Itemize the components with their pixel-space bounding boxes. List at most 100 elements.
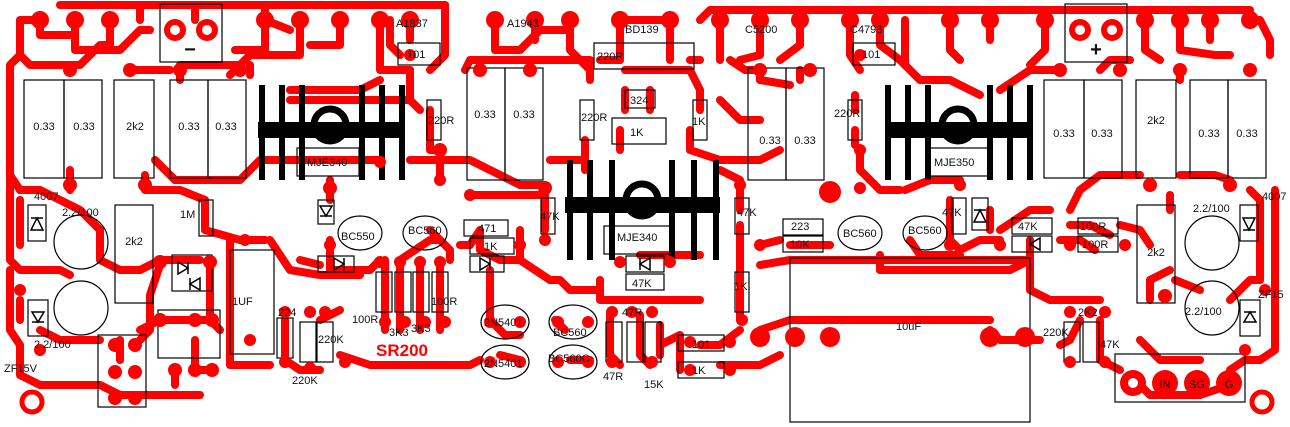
label-bc560-b: BC560 bbox=[843, 228, 877, 240]
label-a1943: A1943 bbox=[507, 18, 539, 30]
solder-pads bbox=[14, 11, 1271, 405]
input-terminal-block bbox=[1114, 353, 1246, 403]
q-bc560-a bbox=[402, 215, 448, 251]
label-g: G bbox=[1225, 379, 1234, 391]
label-res-033-9: 0.33 bbox=[1053, 128, 1074, 140]
cap-2-2-100-c bbox=[1184, 215, 1240, 271]
label-res-033-4: 0.33 bbox=[215, 121, 236, 133]
label-r100r-c: 100R bbox=[352, 314, 378, 326]
label-r2k2-mid-right: 2k2 bbox=[1147, 247, 1165, 259]
label-c4793: C4793 bbox=[850, 24, 882, 36]
power-resistor-2 bbox=[63, 79, 103, 179]
diode-4007-left bbox=[27, 204, 47, 242]
label-res-2k2-right: 2k2 bbox=[1147, 115, 1165, 127]
diode-marks bbox=[29, 205, 1258, 324]
resistor-47k-b bbox=[625, 273, 665, 291]
label-c224: 224 bbox=[278, 307, 296, 319]
label-2n5401-a: 2N5401 bbox=[484, 317, 523, 329]
resistor-471 bbox=[463, 219, 509, 237]
label-bc560c: BC560C bbox=[548, 353, 590, 365]
silkscreen bbox=[23, 3, 1267, 423]
label-r101-top-left: 101 bbox=[407, 49, 425, 61]
mounting-hole-right bbox=[1249, 389, 1275, 415]
q-bc560-d bbox=[548, 304, 598, 340]
power-resistor-6 bbox=[504, 67, 544, 181]
minus-sign: − bbox=[184, 39, 196, 61]
resistor-2k2-left bbox=[113, 79, 155, 179]
board-title: SR200 bbox=[376, 341, 428, 360]
label-r101-low: 101 bbox=[692, 339, 710, 351]
resistor-10k bbox=[782, 235, 824, 253]
label-r47r: 47R bbox=[622, 307, 642, 319]
label-r2k2-low: 2K2 bbox=[1078, 307, 1098, 319]
mounting-holes bbox=[19, 389, 1275, 415]
cap-1uf-body bbox=[229, 249, 275, 355]
resistor-101-low bbox=[677, 334, 725, 352]
label-c223: 223 bbox=[791, 221, 809, 233]
q-2n5401-a bbox=[480, 304, 530, 340]
diode-pair-left bbox=[171, 254, 213, 292]
terminal-screws bbox=[164, 19, 1242, 396]
resistor-220k-b bbox=[316, 321, 334, 363]
resistor-47k-d bbox=[951, 197, 967, 235]
label-cap-a: 2.2/100 bbox=[62, 207, 99, 219]
label-r100r-d: 100R bbox=[431, 296, 457, 308]
label-r47k-f: 47K bbox=[1100, 339, 1120, 351]
label-res-033-5: 0.33 bbox=[474, 109, 495, 121]
label-res-033-6: 0.33 bbox=[513, 109, 534, 121]
label-zf15v-left: ZF15V bbox=[4, 363, 38, 375]
label-c324: 324 bbox=[630, 95, 648, 107]
label-res-033-1: 0.33 bbox=[33, 121, 54, 133]
capacitor-324 bbox=[624, 89, 656, 109]
resistor-2k2-mid-right bbox=[1136, 204, 1176, 304]
resistor-100r-a bbox=[375, 271, 393, 313]
q-bc560-c bbox=[902, 215, 948, 251]
label-r220r-right: 220R bbox=[834, 108, 860, 120]
label-r1k-mid: 1K bbox=[484, 241, 498, 253]
power-resistor-10 bbox=[1083, 79, 1123, 179]
label-res-033-8: 0.33 bbox=[794, 135, 815, 147]
resistor-1k-mid bbox=[469, 237, 515, 255]
label-r47k-a: 47K bbox=[540, 211, 560, 223]
resistor-220r-right bbox=[847, 99, 863, 141]
label-mje340-center: MJE340 bbox=[617, 232, 657, 244]
resistor-220r-mid bbox=[579, 99, 595, 141]
label-r1k-center: 1K bbox=[630, 127, 644, 139]
q-bc560c bbox=[548, 344, 598, 380]
resistor-1k-vert bbox=[734, 271, 750, 313]
label-bd139: BD139 bbox=[625, 24, 659, 36]
label-cap10uf: 10uF bbox=[896, 321, 921, 333]
zener-zf15v-left bbox=[27, 299, 49, 337]
resistor-101-right bbox=[852, 42, 896, 66]
resistor-100r-d bbox=[1077, 235, 1119, 253]
terminal-block-negative bbox=[159, 3, 223, 63]
resistor-220r-left bbox=[426, 99, 442, 141]
resistor-47r-b bbox=[626, 321, 644, 363]
heatsink-left bbox=[258, 85, 405, 180]
label-bc560-c: BC560 bbox=[908, 225, 942, 237]
diode-4007-right bbox=[1239, 204, 1259, 242]
resistor-2k2-low bbox=[1082, 321, 1100, 363]
zener-zf15-right bbox=[1239, 299, 1261, 337]
label-cap-c: 2.2/100 bbox=[1193, 203, 1230, 215]
label-c5200: C5200 bbox=[745, 24, 777, 36]
label-r471: 471 bbox=[478, 223, 496, 235]
label-res-033-12: 0.33 bbox=[1236, 128, 1257, 140]
label-res-033-3: 0.33 bbox=[178, 121, 199, 133]
label-r3k3-b: 3K3 bbox=[411, 323, 431, 335]
diode-small-3 bbox=[469, 255, 505, 273]
label-res-033-7: 0.33 bbox=[759, 135, 780, 147]
resistor-1m bbox=[198, 199, 214, 237]
diode-small-6 bbox=[1011, 235, 1053, 253]
diode-small-4 bbox=[625, 255, 665, 273]
resistor-100r-b bbox=[431, 271, 449, 313]
power-resistor-4 bbox=[207, 79, 247, 179]
plus-sign: + bbox=[1090, 39, 1102, 61]
label-2n5401-b: 2N5401 bbox=[484, 358, 523, 370]
label-r10k: 10K bbox=[790, 239, 810, 251]
q-bc560-b bbox=[837, 215, 883, 251]
resistor-1k-right bbox=[692, 99, 708, 141]
diode-small-2 bbox=[317, 255, 355, 273]
label-r101-top-right: 101 bbox=[862, 49, 880, 61]
